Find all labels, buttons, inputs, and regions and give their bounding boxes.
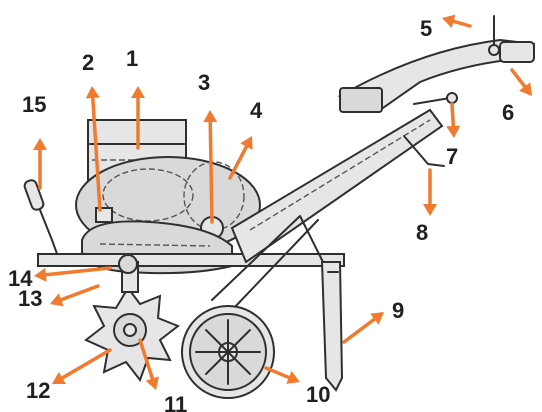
callout-12: 12 — [26, 378, 50, 403]
callout-arrowhead-6 — [519, 82, 532, 96]
callout-4: 4 — [250, 98, 263, 123]
main-beam — [230, 108, 444, 264]
callout-9: 9 — [392, 298, 404, 323]
callout-6: 6 — [502, 100, 514, 125]
callout-arrowhead-10 — [286, 370, 300, 384]
callout-arrowhead-1 — [131, 86, 145, 98]
callout-arrow-9 — [342, 317, 377, 344]
callout-arrow-2 — [91, 96, 102, 212]
callout-arrowhead-9 — [370, 312, 384, 325]
callout-15: 15 — [22, 92, 46, 117]
callout-arrow-6 — [510, 68, 527, 89]
callout-2: 2 — [82, 50, 94, 75]
callout-arrowhead-11 — [145, 376, 160, 390]
depth-stake — [320, 261, 344, 392]
callout-arrow-11 — [138, 338, 155, 381]
callout-arrow-7 — [450, 102, 456, 128]
frame-bar — [37, 253, 345, 267]
callout-13: 13 — [18, 286, 42, 311]
callout-arrowhead-7 — [446, 125, 461, 138]
callout-7: 7 — [446, 144, 458, 169]
callout-14: 14 — [8, 266, 33, 291]
clutch-lever — [413, 97, 451, 105]
callout-arrowhead-2 — [85, 86, 100, 99]
callout-arrows — [33, 14, 532, 390]
callout-arrowhead-4 — [240, 136, 253, 150]
callout-arrow-12 — [60, 348, 112, 380]
callout-arrow-3 — [208, 120, 214, 224]
callout-arrow-4 — [228, 144, 249, 180]
callout-arrowhead-13 — [50, 293, 64, 307]
callout-10: 10 — [306, 382, 330, 407]
callout-arrowhead-8 — [423, 204, 437, 216]
callout-numbers: 1 2 3 4 5 6 7 8 9 10 11 12 13 14 15 — [8, 16, 514, 412]
callout-arrowhead-12 — [52, 371, 66, 384]
callout-11: 11 — [164, 392, 187, 412]
callout-arrow-14 — [44, 266, 112, 277]
tiller-hub — [118, 254, 138, 274]
callout-arrowhead-3 — [203, 110, 218, 123]
callout-8: 8 — [416, 220, 428, 245]
callout-5: 5 — [420, 16, 432, 41]
callout-arrow-5 — [451, 19, 472, 28]
callout-arrowhead-15 — [33, 138, 47, 150]
machine-illustration — [23, 15, 536, 399]
callout-arrowhead-5 — [442, 14, 456, 29]
shift-lever — [403, 135, 445, 167]
callout-3: 3 — [198, 70, 210, 95]
control-box — [339, 87, 383, 113]
callout-arrow-10 — [264, 366, 291, 380]
callout-arrowhead-14 — [34, 267, 47, 282]
callout-1: 1 — [126, 46, 138, 71]
callout-arrow-13 — [59, 284, 100, 302]
